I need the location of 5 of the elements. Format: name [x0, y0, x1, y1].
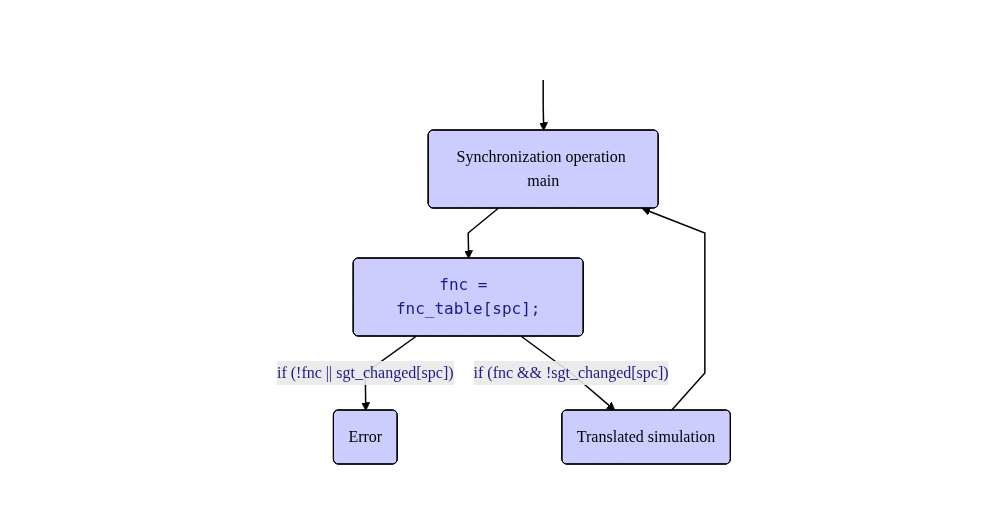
edge-label: if (!fnc || sgt_changed[spc]) — [277, 364, 454, 381]
arrow — [539, 79, 549, 131]
arrow — [464, 207, 500, 259]
edge-label: if (fnc && !sgt_changed[spc]) — [473, 364, 669, 381]
arrow — [642, 207, 706, 412]
